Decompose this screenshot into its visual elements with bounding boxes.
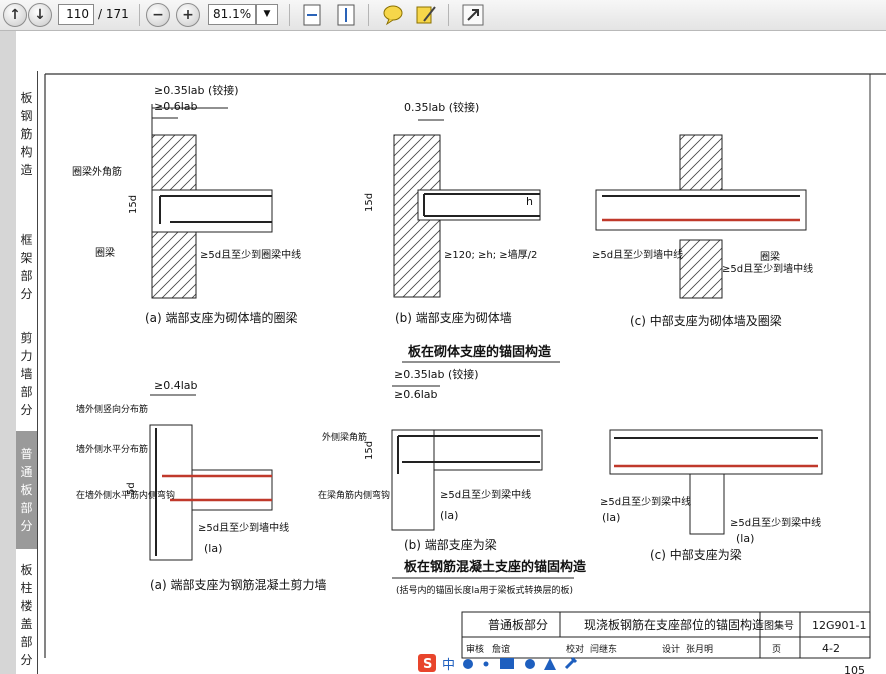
ime-toolbar[interactable]: S 中 — [418, 654, 604, 674]
dim-a1-15d: 15d — [128, 195, 139, 214]
page-label: 页 — [772, 644, 781, 655]
toolbar-divider — [289, 4, 290, 26]
expand-icon[interactable] — [461, 3, 485, 27]
caption-b1: (b) 端部支座为砌体墙 — [395, 310, 512, 325]
chevron-down-icon[interactable]: ▼ — [256, 4, 278, 25]
check-label: 校对 — [566, 643, 584, 655]
zoom-out-icon[interactable]: − — [146, 3, 170, 27]
atlas-label: 图集号 — [764, 619, 794, 632]
dim-c1-left: ≥5d且至少到墙中线 — [592, 248, 683, 261]
caption-a2: (a) 端部支座为钢筋混凝土剪力墙 — [150, 577, 327, 592]
fit-page-icon[interactable] — [300, 3, 324, 27]
fit-width-icon[interactable] — [334, 3, 358, 27]
label-b2-corner: 外侧梁角筋 — [322, 431, 367, 443]
dim-c2-la-right: (la) — [736, 532, 754, 545]
ime-logo-icon[interactable] — [418, 654, 436, 672]
caption-c2: (c) 中部支座为梁 — [650, 547, 742, 562]
title-left: 普通板部分 — [488, 617, 548, 632]
ime-moon-icon[interactable] — [463, 659, 473, 669]
section-title-rc: 板在钢筋混凝土支座的锚固构造 — [404, 559, 587, 575]
title-main: 现浇板钢筋在支座部位的锚固构造 — [584, 617, 764, 632]
sidebar-tab-frame[interactable]: 框架部分 — [16, 217, 38, 321]
caption-a1: (a) 端部支座为砌体墙的圈梁 — [145, 310, 298, 325]
dim-c2-left: ≥5d且至少到梁中线 — [600, 495, 691, 508]
dim-a1-top: ≥0.35lab (铰接) — [154, 83, 239, 97]
arrow-up-icon[interactable]: ↑ — [3, 3, 27, 27]
pdf-toolbar: ↑ ↓ 110 / 171 − + 81.1% ▼ — [0, 0, 886, 31]
title-block: 普通板部分 现浇板钢筋在支座部位的锚固构造 图集号 12G901-1 审核 詹谊… — [461, 611, 871, 659]
toolbar-divider — [448, 4, 449, 26]
dim-b2-mid: ≥0.6lab — [394, 388, 438, 401]
section-title-masonry: 板在砌体支座的锚固构造 — [408, 344, 552, 360]
label-c1-ring: 圈梁 — [760, 250, 780, 263]
svg-text:S: S — [423, 657, 432, 672]
review-name: 詹谊 — [492, 643, 510, 655]
sidebar-tab-ordinary-slab[interactable]: 普通板部分 — [16, 431, 38, 549]
label-a1-ring: 圈梁 — [95, 246, 115, 259]
page-code: 4-2 — [822, 642, 840, 655]
label-a2-v: 墙外侧竖向分布筋 — [76, 403, 148, 415]
detail-b2: ≥0.35lab (铰接) ≥0.6lab 外侧梁角筋 在梁角筋内侧弯钩 15d… — [318, 367, 543, 552]
dim-a2-5d: 5d — [126, 482, 137, 495]
dim-b1-bottom: ≥120; ≥h; ≥墙厚/2 — [444, 248, 537, 261]
label-b2-inside: 在梁角筋内侧弯钩 — [318, 489, 390, 501]
sidebar-tab-shear-wall[interactable]: 剪力墙部分 — [16, 321, 38, 431]
ime-keyboard-icon[interactable] — [500, 658, 514, 669]
ime-settings-icon[interactable] — [564, 656, 578, 670]
ime-punctuation-icon[interactable] — [483, 661, 489, 667]
zoom-in-icon[interactable]: + — [176, 3, 200, 27]
dim-b1-h: h — [526, 195, 533, 208]
dim-b2-top: ≥0.35lab (铰接) — [394, 367, 479, 381]
comment-icon[interactable] — [381, 3, 405, 27]
toolbar-divider — [139, 4, 140, 26]
drawing-sheet: ≥0.35lab (铰接) ≥0.6lab 圈梁外角筋 圈梁 15d ≥5d且至… — [44, 73, 886, 674]
dim-b1-15d: 15d — [364, 193, 375, 212]
atlas-number: 12G901-1 — [812, 619, 866, 632]
page-number-input[interactable]: 110 — [58, 4, 94, 25]
design-name: 张月明 — [686, 644, 713, 655]
dim-a1-mid: ≥0.6lab — [154, 100, 198, 113]
label-a2-inside: 在墙外侧水平筋内侧弯钩 — [76, 489, 175, 501]
ime-chinese-mode-icon[interactable]: 中 — [442, 658, 455, 673]
detail-a2: ≥0.4lab 墙外侧竖向分布筋 墙外侧水平分布筋 在墙外侧水平筋内侧弯钩 5d… — [76, 379, 327, 592]
detail-b1: 0.35lab (铰接) 15d h ≥120; ≥h; ≥墙厚/2 (b) 端… — [364, 100, 541, 325]
caption-b2: (b) 端部支座为梁 — [404, 537, 497, 552]
dim-b2-bottom: ≥5d且至少到梁中线 — [440, 488, 531, 501]
dim-a2-bottom: ≥5d且至少到墙中线 — [198, 521, 289, 534]
label-a1-corner: 圈梁外角筋 — [72, 165, 122, 178]
dim-a2-la: (la) — [204, 542, 222, 555]
ime-skin-icon[interactable] — [544, 658, 556, 670]
toolbar-divider — [368, 4, 369, 26]
document-viewer[interactable]: 板钢筋构造 框架部分 剪力墙部分 普通板部分 板柱楼盖部分 ≥0.35lab (… — [0, 31, 886, 674]
dim-b2-15d: 15d — [364, 441, 375, 460]
dim-b1-top: 0.35lab (铰接) — [404, 100, 479, 114]
dim-c2-right: ≥5d且至少到梁中线 — [730, 516, 821, 529]
dim-c1-right: ≥5d且至少到墙中线 — [722, 262, 813, 275]
caption-c1: (c) 中部支座为砌体墙及圈梁 — [630, 313, 782, 328]
check-name: 闫继东 — [590, 643, 617, 655]
review-label: 审核 — [466, 643, 484, 655]
section-note-rc: (括号内的锚固长度la用于梁板式转换层的板) — [396, 584, 573, 596]
label-a2-h: 墙外侧水平分布筋 — [76, 443, 148, 455]
drawing-page-number: 105 — [844, 664, 865, 674]
sidebar-tab-strip — [0, 31, 16, 674]
detail-c1: ≥5d且至少到墙中线 圈梁 ≥5d且至少到墙中线 (c) 中部支座为砌体墙及圈梁 — [592, 134, 813, 328]
detail-a1: ≥0.35lab (铰接) ≥0.6lab 圈梁外角筋 圈梁 15d ≥5d且至… — [72, 83, 301, 325]
dim-a1-bottom: ≥5d且至少到圈梁中线 — [200, 248, 301, 261]
sidebar-tab-flat-slab[interactable]: 板柱楼盖部分 — [16, 549, 38, 674]
arrow-down-icon[interactable]: ↓ — [28, 3, 52, 27]
page-total: / 171 — [98, 7, 129, 21]
zoom-input[interactable]: 81.1% — [208, 4, 256, 25]
design-label: 设计 — [662, 643, 680, 655]
dim-a2-top: ≥0.4lab — [154, 379, 198, 392]
detail-c2: ≥5d且至少到梁中线 (la) ≥5d且至少到梁中线 (la) (c) 中部支座… — [600, 429, 823, 562]
ime-user-icon[interactable] — [525, 659, 535, 669]
highlight-note-icon[interactable] — [414, 3, 438, 27]
sidebar-tab-slab-rebar[interactable]: 板钢筋构造 — [16, 71, 38, 217]
dim-c2-la-left: (la) — [602, 511, 620, 524]
dim-b2-la: (la) — [440, 509, 458, 522]
